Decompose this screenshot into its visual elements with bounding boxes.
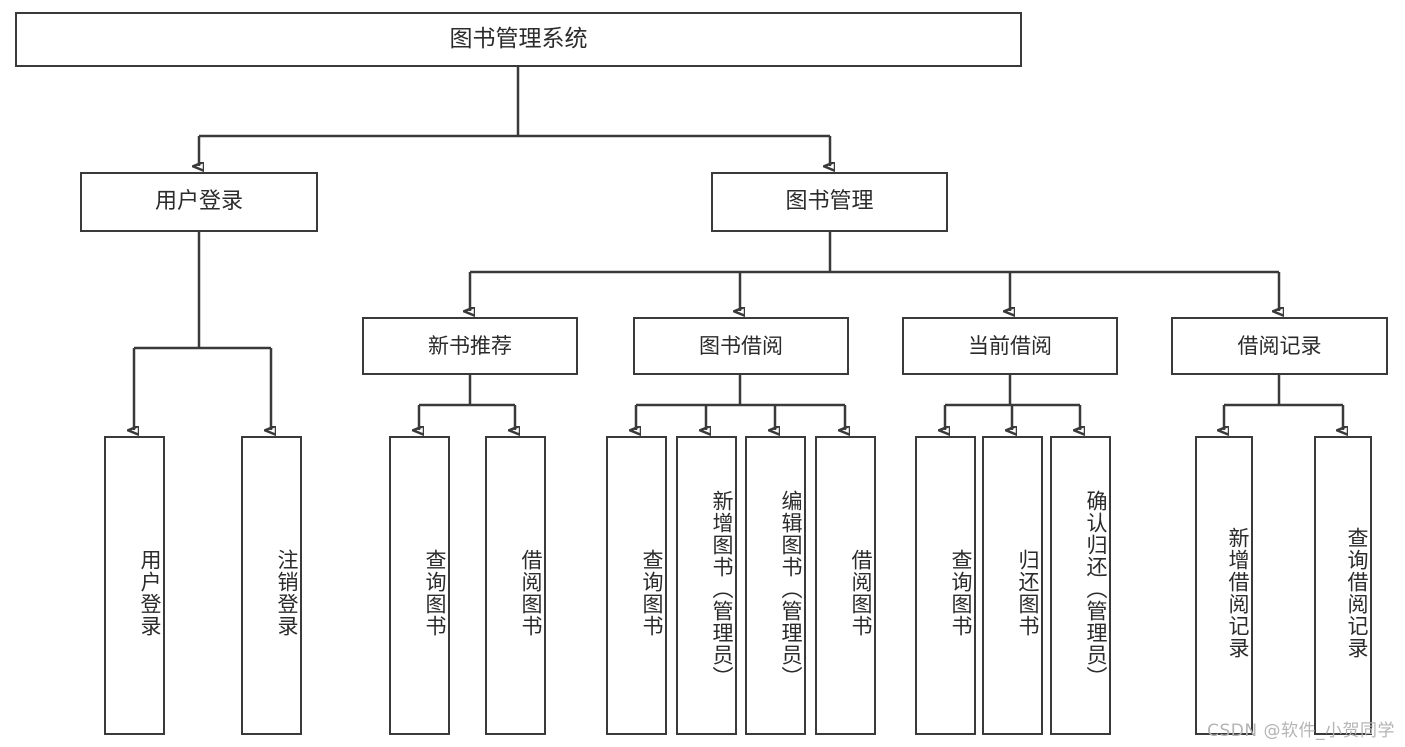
- leaf-user-login[interactable]: 用户登录: [104, 436, 165, 735]
- node-book-management[interactable]: 图书管理: [711, 172, 948, 232]
- node-root-system[interactable]: 图书管理系统: [15, 12, 1022, 67]
- leaf-borrow-book-recommend[interactable]: 借阅图书: [485, 436, 546, 735]
- leaf-query-borrow-record[interactable]: 查询借阅记录: [1314, 436, 1372, 735]
- node-book-borrow[interactable]: 图书借阅: [633, 317, 849, 375]
- leaf-logout[interactable]: 注销登录: [241, 436, 302, 735]
- node-user-login[interactable]: 用户登录: [80, 172, 318, 232]
- leaf-add-book-admin[interactable]: 新增图书（管理员）: [676, 436, 737, 735]
- leaf-add-borrow-record[interactable]: 新增借阅记录: [1195, 436, 1253, 735]
- leaf-return-book[interactable]: 归还图书: [982, 436, 1043, 735]
- leaf-borrow-book[interactable]: 借阅图书: [815, 436, 876, 735]
- leaf-query-book-recommend[interactable]: 查询图书: [389, 436, 450, 735]
- leaf-edit-book-admin[interactable]: 编辑图书（管理员）: [745, 436, 806, 735]
- node-borrow-record[interactable]: 借阅记录: [1171, 317, 1388, 375]
- leaf-query-book-borrow[interactable]: 查询图书: [606, 436, 667, 735]
- watermark-text: CSDN @软件_小贺同学: [1207, 721, 1395, 741]
- node-new-book-recommend[interactable]: 新书推荐: [362, 317, 578, 375]
- node-current-borrow[interactable]: 当前借阅: [902, 317, 1118, 375]
- leaf-confirm-return-admin[interactable]: 确认归还（管理员）: [1050, 436, 1111, 735]
- leaf-query-book-current[interactable]: 查询图书: [915, 436, 976, 735]
